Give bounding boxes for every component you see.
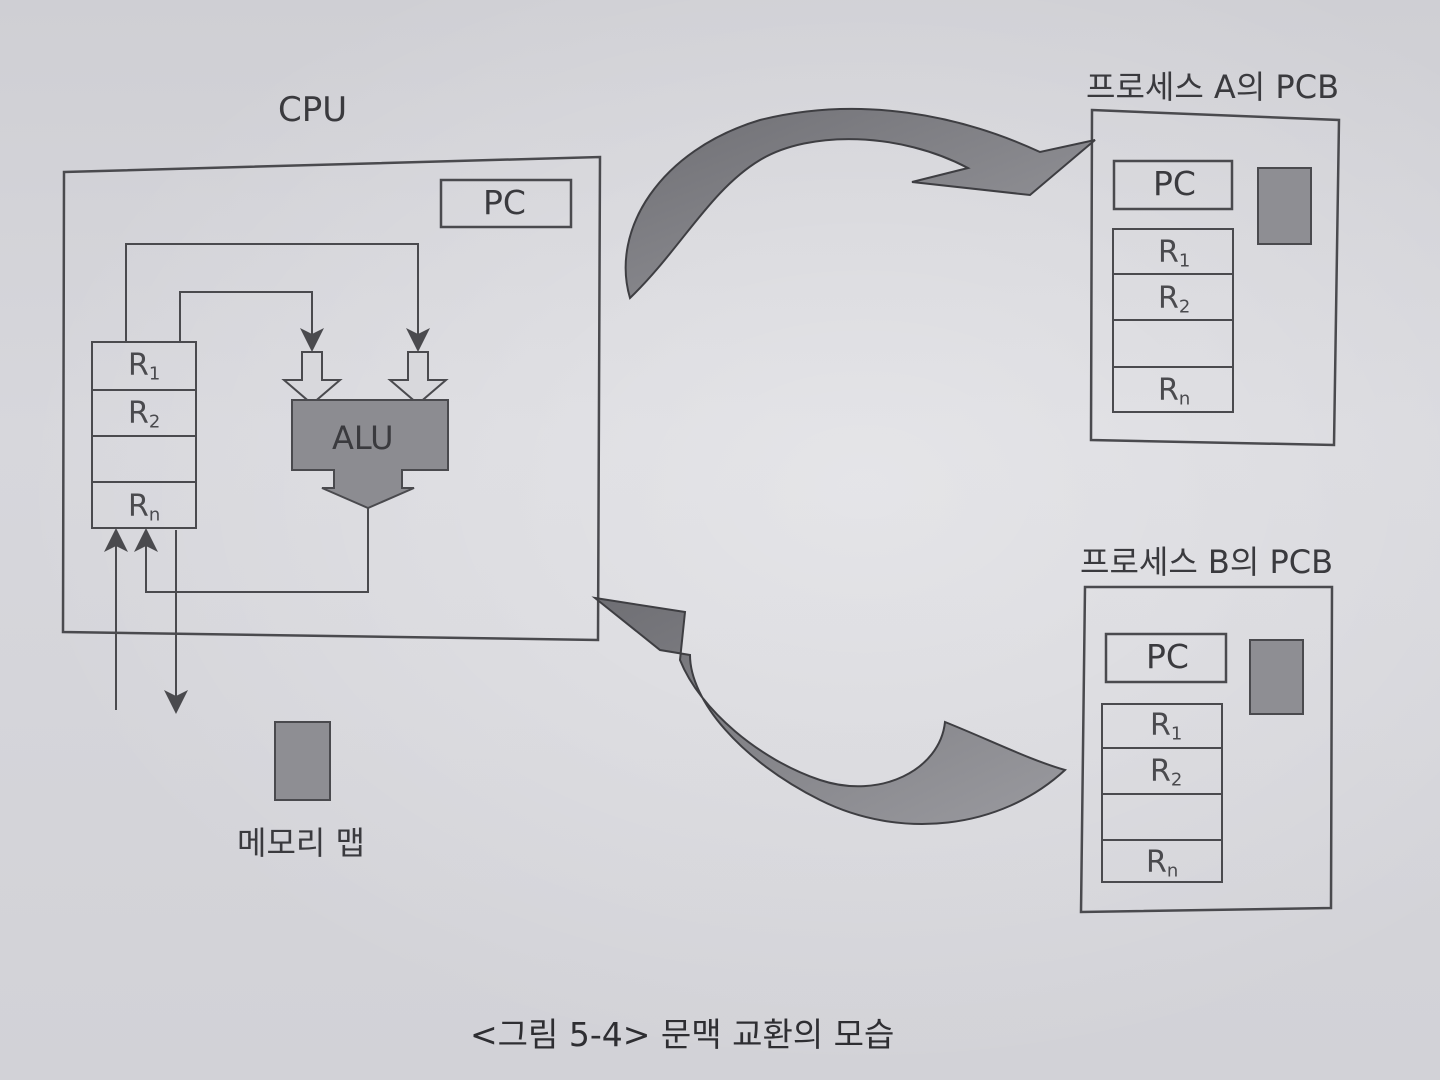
cpu-pc-box — [439, 178, 573, 229]
restore-from-pcb-b-arrow — [591, 596, 1067, 825]
pcb-a-title: 프로세스 A의 PCB — [1086, 68, 1340, 106]
save-to-pcb-a-arrow — [624, 107, 1096, 300]
pcb-a-box — [1089, 108, 1341, 447]
alu-block — [291, 399, 449, 510]
memory-bus-arrows — [104, 528, 188, 714]
pcb-b-pc-label: PC — [1146, 637, 1189, 676]
cpu-pc-label: PC — [483, 183, 526, 222]
figure-caption: <그림 5-4> 문맥 교환의 모습 — [470, 1015, 895, 1054]
pcb-a-register-stack — [1112, 228, 1234, 413]
memory-map-label: 메모리 맵 — [237, 824, 365, 862]
pcb-b-pc-box — [1104, 632, 1228, 684]
memory-map-block — [274, 721, 331, 801]
pcb-b-register-r1: R1 — [1150, 708, 1183, 745]
cpu-register-r2: R2 — [128, 396, 161, 433]
alu-input-arrows — [281, 351, 449, 406]
pcb-a-pc-label: PC — [1153, 164, 1196, 203]
cpu-title: CPU — [278, 90, 348, 130]
alu-label: ALU — [332, 419, 394, 457]
pcb-b-register-stack — [1101, 703, 1223, 883]
pcb-b-register-rn: Rn — [1146, 845, 1179, 882]
cpu-datapath-wires — [125, 243, 430, 593]
pcb-b-memory-block — [1249, 639, 1304, 715]
pcb-a-register-r2: R2 — [1158, 281, 1191, 318]
pcb-a-pc-box — [1112, 159, 1234, 211]
pcb-a-memory-block — [1257, 167, 1312, 245]
pcb-b-register-r2: R2 — [1150, 754, 1183, 791]
pcb-b-title: 프로세스 B의 PCB — [1080, 543, 1334, 581]
cpu-register-rn: Rn — [128, 489, 161, 526]
pcb-b-box — [1079, 585, 1334, 914]
pcb-a-register-rn: Rn — [1158, 373, 1191, 410]
cpu-box — [61, 155, 602, 642]
pcb-a-register-r1: R1 — [1158, 235, 1191, 272]
cpu-register-r1: R1 — [128, 348, 161, 385]
